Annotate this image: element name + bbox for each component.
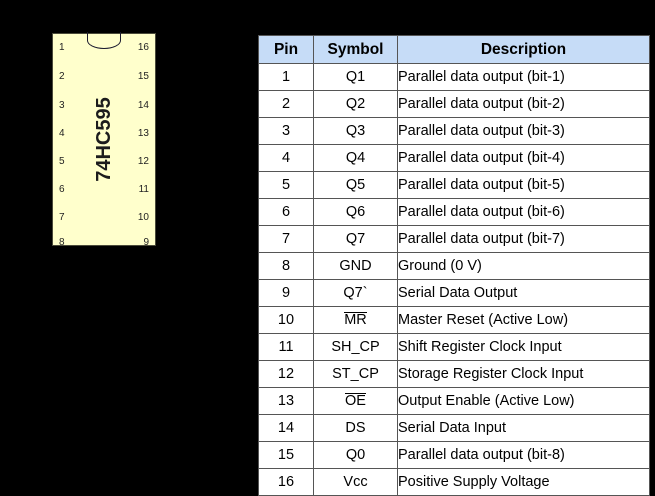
cell-pin-number: 2: [258, 90, 314, 118]
chip-pin-number-15: 15: [137, 71, 149, 82]
cell-description: Ground (0 V): [397, 252, 650, 280]
cell-symbol: Q4: [313, 144, 398, 172]
chip-pin-number-14: 14: [137, 100, 149, 111]
cell-description: Parallel data output (bit-6): [397, 198, 650, 226]
cell-symbol: Q1: [313, 63, 398, 91]
cell-symbol: Q7`: [313, 279, 398, 307]
cell-description: Positive Supply Voltage: [397, 468, 650, 496]
chip-pin-number-9: 9: [143, 237, 149, 248]
chip-pin-number-1: 1: [59, 42, 65, 53]
chip-pin-number-13: 13: [137, 128, 149, 139]
column-header-symbol: Symbol: [313, 35, 398, 64]
cell-pin-number: 11: [258, 333, 314, 361]
cell-description: Output Enable (Active Low): [397, 387, 650, 415]
cell-symbol: DS: [313, 414, 398, 442]
cell-description: Shift Register Clock Input: [397, 333, 650, 361]
chip-pin-number-2: 2: [59, 71, 65, 82]
cell-symbol: Q2: [313, 90, 398, 118]
chip-notch-icon: [87, 32, 121, 49]
chip-pin-number-5: 5: [59, 156, 65, 167]
cell-symbol: Q3: [313, 117, 398, 145]
cell-symbol: Q0: [313, 441, 398, 469]
cell-pin-number: 16: [258, 468, 314, 496]
cell-symbol: MR: [313, 306, 398, 334]
cell-pin-number: 6: [258, 198, 314, 226]
chip-pin-number-6: 6: [59, 184, 65, 195]
table-row: 13 OE Output Enable (Active Low): [258, 387, 650, 415]
cell-symbol: Vcc: [313, 468, 398, 496]
cell-description: Parallel data output (bit-3): [397, 117, 650, 145]
cell-description: Parallel data output (bit-5): [397, 171, 650, 199]
cell-pin-number: 13: [258, 387, 314, 415]
column-header-pin: Pin: [258, 35, 314, 64]
cell-symbol: GND: [313, 252, 398, 280]
cell-pin-number: 8: [258, 252, 314, 280]
active-low-overline: MR: [344, 311, 367, 328]
cell-description: Master Reset (Active Low): [397, 306, 650, 334]
cell-pin-number: 9: [258, 279, 314, 307]
cell-pin-number: 10: [258, 306, 314, 334]
chip-pin-number-3: 3: [59, 100, 65, 111]
cell-pin-number: 12: [258, 360, 314, 388]
active-low-overline: OE: [345, 392, 366, 409]
cell-symbol: ST_CP: [313, 360, 398, 388]
cell-pin-number: 5: [258, 171, 314, 199]
cell-description: Parallel data output (bit-2): [397, 90, 650, 118]
chip-pin-number-8: 8: [59, 237, 65, 248]
cell-description: Parallel data output (bit-8): [397, 441, 650, 469]
cell-description: Parallel data output (bit-1): [397, 63, 650, 91]
table-row: 10 MR Master Reset (Active Low): [258, 306, 650, 334]
chip-pin-number-12: 12: [137, 156, 149, 167]
chip-body: [52, 33, 156, 246]
cell-pin-number: 7: [258, 225, 314, 253]
column-header-description: Description: [397, 35, 650, 64]
table-header-row: Pin Symbol Description: [258, 35, 650, 64]
cell-description: Serial Data Input: [397, 414, 650, 442]
cell-symbol: OE: [313, 387, 398, 415]
chip-pin-number-10: 10: [137, 212, 149, 223]
cell-description: Parallel data output (bit-7): [397, 225, 650, 253]
chip-pin-number-4: 4: [59, 128, 65, 139]
chip-pin-number-16: 16: [137, 42, 149, 53]
cell-symbol: Q6: [313, 198, 398, 226]
cell-symbol: Q5: [313, 171, 398, 199]
cell-pin-number: 3: [258, 117, 314, 145]
chip-pin-number-11: 11: [138, 184, 149, 195]
cell-pin-number: 4: [258, 144, 314, 172]
cell-symbol: SH_CP: [313, 333, 398, 361]
cell-symbol: Q7: [313, 225, 398, 253]
cell-description: Storage Register Clock Input: [397, 360, 650, 388]
cell-pin-number: 1: [258, 63, 314, 91]
cell-description: Serial Data Output: [397, 279, 650, 307]
cell-description: Parallel data output (bit-4): [397, 144, 650, 172]
cell-pin-number: 15: [258, 441, 314, 469]
chip-pin-number-7: 7: [59, 212, 65, 223]
cell-pin-number: 14: [258, 414, 314, 442]
